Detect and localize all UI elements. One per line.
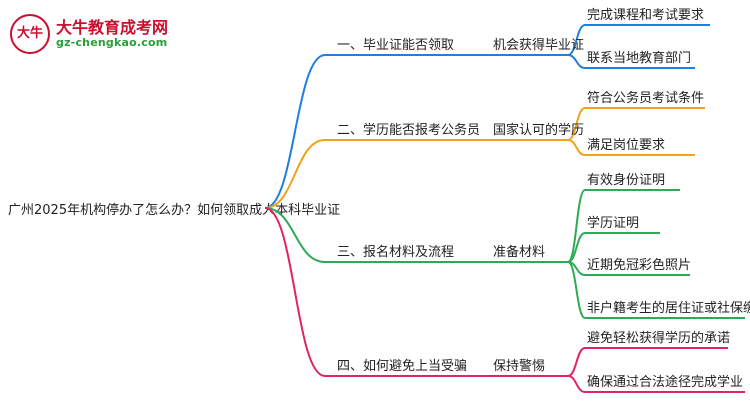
leaf-topic: 有效身份证明 [587, 172, 665, 188]
subtopic-to-leaf-link [567, 107, 586, 141]
branch-topic: 一、毕业证能否领取 [337, 38, 454, 53]
leaf-topic: 符合公务员考试条件 [587, 90, 704, 106]
leaf-topic: 非户籍考生的居住证或社保缴纳证明 [587, 300, 750, 316]
subtopic-to-leaf-link [567, 347, 586, 377]
subtopic-to-leaf-link [567, 24, 586, 56]
branch-topic: 四、如何避免上当受骗 [337, 358, 467, 374]
leaf-topic: 完成课程和考试要求 [587, 8, 704, 23]
leaf-topic: 学历证明 [587, 215, 639, 231]
subtopic-to-leaf-link [567, 261, 586, 319]
subtopic-to-leaf-link [567, 232, 586, 263]
root-to-branch-link [264, 207, 326, 263]
subtopic: 准备材料 [493, 244, 545, 260]
root-to-branch-link [264, 54, 326, 209]
subtopic-to-leaf-link [567, 189, 586, 263]
subtopic: 机会获得毕业证 [493, 37, 584, 53]
logo-emblem-icon: 大牛 [10, 14, 50, 54]
root-to-branch-link [264, 207, 326, 377]
leaf-topic: 避免轻松获得学历的承诺 [587, 330, 730, 346]
leaf-topic: 确保通过合法途径完成学业 [587, 374, 743, 390]
site-logo: 大牛 大牛教育成考网 gz-chengkao.com [8, 12, 178, 56]
subtopic-to-leaf-link [567, 139, 586, 156]
logo-site-name: 大牛教育成考网 [56, 18, 169, 37]
leaf-topic: 近期免冠彩色照片 [587, 257, 691, 273]
subtopic-to-leaf-link [567, 375, 586, 393]
branch-topic: 三、报名材料及流程 [337, 244, 454, 260]
root-to-branch-link [264, 139, 326, 209]
root-topic: 广州2025年机构停办了怎么办？如何领取成人本科毕业证 [8, 202, 340, 218]
leaf-topic: 联系当地教育部门 [587, 50, 691, 66]
subtopic: 保持警惕 [493, 358, 545, 374]
subtopic-to-leaf-link [567, 54, 586, 69]
logo-site-url: gz-chengkao.com [56, 36, 168, 49]
branch-topic: 二、学历能否报考公务员 [337, 122, 480, 138]
subtopic: 国家认可的学历 [493, 122, 584, 138]
leaf-topic: 满足岗位要求 [587, 138, 665, 153]
